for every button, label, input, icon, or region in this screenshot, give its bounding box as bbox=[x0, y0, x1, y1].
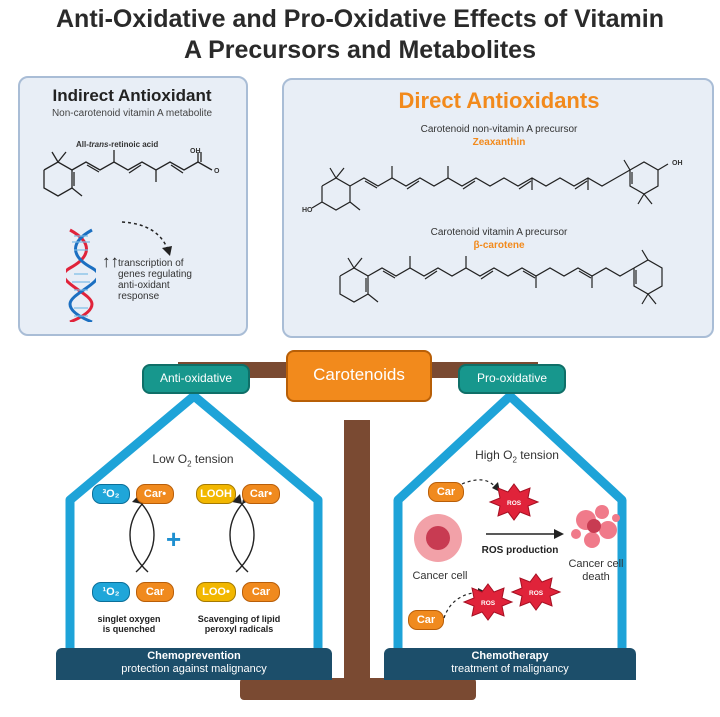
retinoic-acid-oh: OH bbox=[190, 148, 201, 155]
loo-radical-chip: LOO• bbox=[196, 582, 236, 602]
indirect-antioxidant-panel bbox=[18, 76, 248, 336]
direct-antioxidants-title: Direct Antioxidants bbox=[398, 88, 600, 113]
singlet-oxygen-chip: ¹O₂ bbox=[92, 582, 130, 602]
pro-oxidative-tab: Pro-oxidative bbox=[458, 364, 566, 394]
svg-text:ROS: ROS bbox=[507, 500, 522, 507]
triplet-oxygen-chip: ³O₂ bbox=[92, 484, 130, 504]
svg-text:ROS: ROS bbox=[529, 590, 544, 597]
car-bottom-chip: Car bbox=[408, 610, 444, 630]
indirect-antioxidant-title: Indirect Antioxidant bbox=[52, 86, 212, 105]
zeaxanthin-ho: HO bbox=[302, 207, 313, 214]
anti-oxidative-tab: Anti-oxidative bbox=[142, 364, 250, 394]
ros-production-label: ROS production bbox=[481, 545, 559, 556]
car-radical-chip-2: Car• bbox=[242, 484, 280, 504]
plus-icon: + bbox=[166, 524, 182, 554]
car-chip: Car bbox=[136, 582, 174, 602]
upregulation-arrows-icon: ↑↑ bbox=[102, 252, 119, 271]
transcription-effect-text: transcription of genes regulating anti-o… bbox=[118, 258, 192, 302]
dna-icon bbox=[66, 228, 96, 322]
car-chip-2: Car bbox=[242, 582, 280, 602]
beta-carotene-name: β-carotene bbox=[473, 240, 525, 251]
zeaxanthin-category: Carotenoid non-vitamin A precursor bbox=[420, 124, 578, 135]
retinoic-acid-structure bbox=[43, 150, 213, 197]
zeaxanthin-oh: OH bbox=[672, 160, 683, 167]
ros-production-graphic: ROS ROS ROS bbox=[414, 479, 620, 621]
title-line-2: A Precursors and Metabolites bbox=[184, 36, 536, 64]
cancer-cell-label: Cancer cell bbox=[412, 570, 468, 582]
car-radical-chip: Car• bbox=[136, 484, 174, 504]
looh-chip: LOOH bbox=[196, 484, 236, 504]
carotenoids-label: Carotenoids bbox=[286, 350, 432, 402]
low-o2-tension-label: Low O2 tension bbox=[152, 452, 234, 469]
zeaxanthin-name: Zeaxanthin bbox=[472, 137, 526, 148]
title-line-1: Anti-Oxidative and Pro-Oxidative Effects… bbox=[56, 5, 664, 33]
zeaxanthin-structure bbox=[311, 159, 669, 211]
dashed-arrow-icon bbox=[121, 221, 172, 256]
svg-text:ROS: ROS bbox=[481, 600, 496, 607]
high-o2-tension-label: High O2 tension bbox=[475, 448, 559, 465]
car-top-chip: Car bbox=[428, 482, 464, 502]
direct-antioxidants-panel bbox=[282, 78, 714, 338]
page-title: Anti-Oxidative and Pro-Oxidative Effects… bbox=[0, 4, 720, 66]
beta-carotene-category: Carotenoid vitamin A precursor bbox=[430, 227, 568, 238]
retinoic-acid-o: O bbox=[214, 168, 220, 175]
beta-carotene-structure bbox=[339, 249, 663, 305]
retinoic-acid-label: All-trans-retinoic acid bbox=[76, 140, 159, 149]
indirect-antioxidant-subtitle: Non-carotenoid vitamin A metabolite bbox=[51, 108, 213, 119]
